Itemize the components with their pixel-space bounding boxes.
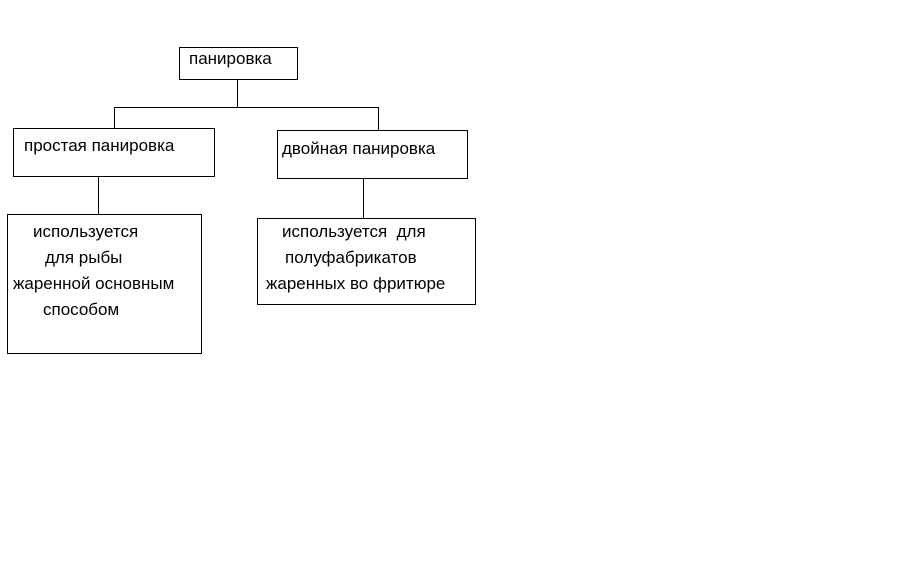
branch-node-double-label: двойная панировка	[282, 139, 436, 158]
description-simple-line-2: для рыбы	[45, 248, 123, 267]
description-double-line-3: жаренных во фритюре	[266, 274, 446, 293]
description-simple-line-3: жаренной основным	[13, 274, 175, 293]
description-simple-line-4: способом	[43, 300, 120, 319]
root-node-label: панировка	[189, 49, 272, 68]
description-simple-line-1: используется	[33, 222, 139, 241]
branch-node-simple-label: простая панировка	[24, 136, 175, 155]
root-node: панировка	[179, 47, 298, 80]
description-node-double: используется для полуфабрикатов жаренных…	[257, 218, 476, 305]
branch-node-simple: простая панировка	[13, 128, 215, 177]
branch-node-double: двойная панировка	[277, 130, 468, 179]
description-double-line-2: полуфабрикатов	[285, 248, 417, 267]
description-node-simple: используется для рыбы жаренной основным …	[7, 214, 202, 354]
description-double-line-1: используется для	[282, 222, 426, 241]
